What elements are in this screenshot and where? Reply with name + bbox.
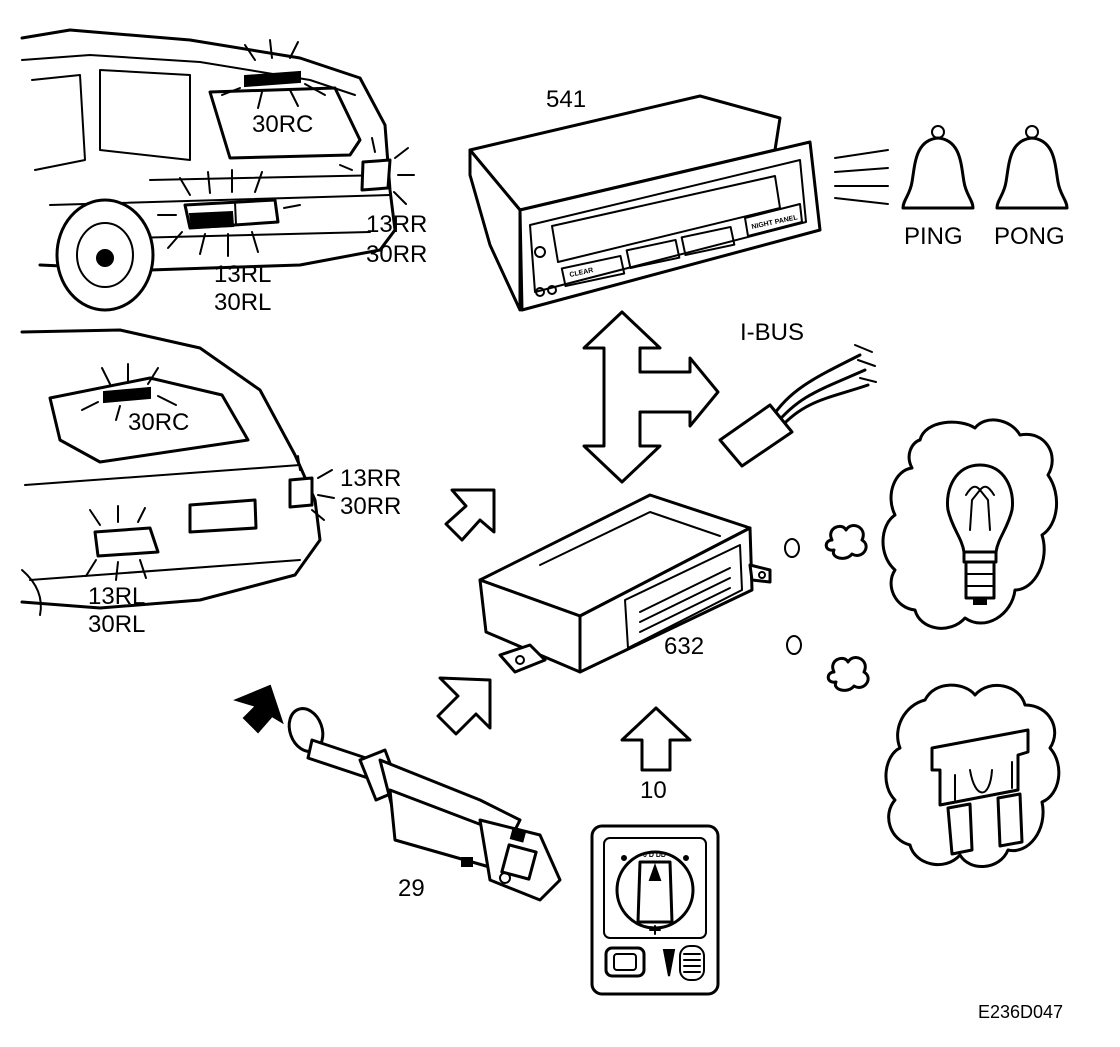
sedan-label-30rl: 30RL [88,611,145,638]
ibus-label: I-BUS [740,319,804,346]
sedan-label-13rl: 13RL [88,583,145,610]
hollow-arrow-icon [436,676,492,736]
double-arrow-icon [582,310,720,484]
connector-plug: I-BUS [718,319,877,468]
hollow-arrow-icon [620,706,692,772]
control-unit: 632 [478,493,772,674]
sedan-label-30rr: 30RR [340,493,401,520]
label-29: 29 [398,875,425,902]
ping-label: PING [904,223,963,250]
svg-text:0 D DD: 0 D DD [643,852,666,859]
wagon-label-30rl: 30RL [214,289,271,316]
display-clear-button-label: CLEAR [569,267,594,279]
wagon-label-13rr: 13RR [366,211,427,238]
label-541: 541 [546,86,586,113]
solid-arrow-icon [233,684,284,734]
thought-bubbles [784,524,870,692]
figure-code: E236D047 [978,1002,1063,1022]
label-632: 632 [664,633,704,660]
brake-switch: 29 [233,684,562,902]
hollow-arrow-icon [444,488,496,542]
main-display-unit: CLEAR NIGHT PANEL 541 [468,86,889,312]
wagon-label-13rl: 13RL [214,261,271,288]
bulb-icon [881,418,1059,630]
light-switch-knob: 10 0 D DD [590,777,720,996]
label-10: 10 [640,777,667,804]
sedan-label-13rr: 13RR [340,465,401,492]
sedan-label-30rc: 30RC [128,409,189,436]
wagon-label-30rr: 30RR [366,241,427,268]
wagon-label-30rc: 30RC [252,111,313,138]
sedan-illustration: 30RC 13RR 30RR 13RL 30RL [20,328,401,638]
pong-label: PONG [994,223,1065,250]
sound-lines [834,149,889,205]
fuse-icon [884,683,1061,868]
bell-icon: PONG [994,125,1069,250]
bell-icon: PING [901,125,975,250]
station-wagon-illustration: 30RC 13RR 30RR 13RL 30RL [20,28,427,316]
